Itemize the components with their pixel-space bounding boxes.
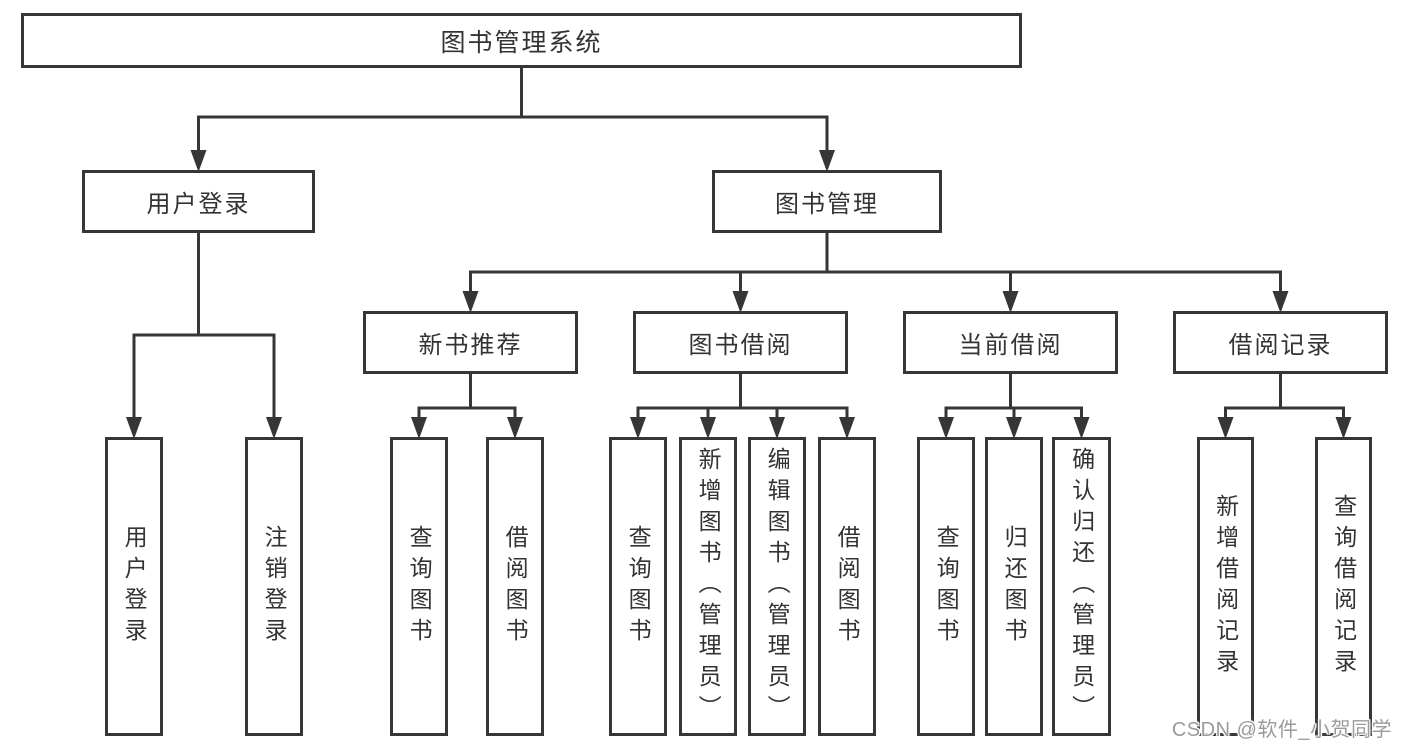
node-book-mgmt: 图书管理	[712, 170, 942, 233]
arrowhead-icon	[1335, 417, 1352, 439]
node-logout: 注销登录	[245, 437, 303, 736]
node-borrow-book-bb: 借阅图书	[818, 437, 876, 736]
node-label-user-login: 用户登录	[146, 191, 251, 218]
node-borrow-book-nb: 借阅图书	[486, 437, 544, 736]
node-label-logout: 注销登录	[261, 524, 288, 649]
node-label-login: 用户登录	[121, 524, 148, 649]
node-confirm-return-admin: 确认归还（管理员）	[1052, 437, 1111, 736]
arrowhead-icon	[769, 417, 785, 439]
arrowhead-icon	[1073, 417, 1090, 439]
node-query-book-bb: 查询图书	[609, 437, 667, 736]
node-label-query-book-cb: 查询图书	[933, 524, 960, 649]
arrowhead-icon	[700, 417, 716, 439]
arrowhead-icon	[1006, 417, 1022, 439]
node-add-book-admin: 新增图书（管理员）	[679, 437, 737, 736]
node-query-book-cb: 查询图书	[917, 437, 975, 736]
node-label-book-mgmt: 图书管理	[775, 191, 879, 218]
arrowhead-icon	[507, 417, 523, 439]
node-new-book-recommend: 新书推荐	[363, 311, 578, 374]
node-current-borrow: 当前借阅	[903, 311, 1118, 374]
arrowhead-icon	[411, 417, 427, 439]
arrowhead-icon	[1002, 291, 1019, 313]
node-login: 用户登录	[105, 437, 163, 736]
node-label-system: 图书管理系统	[440, 28, 603, 57]
node-label-query-book-nb: 查询图书	[406, 524, 433, 649]
node-label-borrow-records: 借阅记录	[1228, 332, 1333, 359]
node-label-return-book: 归还图书	[1001, 524, 1028, 649]
node-book-borrow: 图书借阅	[633, 311, 848, 374]
node-query-borrow-record: 查询借阅记录	[1315, 437, 1372, 736]
node-label-edit-book-admin: 编辑图书（管理员）	[764, 447, 791, 726]
node-label-borrow-book-nb: 借阅图书	[502, 524, 529, 649]
node-system: 图书管理系统	[21, 13, 1022, 68]
node-label-query-book-bb: 查询图书	[625, 524, 652, 649]
arrowhead-icon	[732, 291, 749, 313]
arrowhead-icon	[1272, 291, 1289, 313]
node-return-book: 归还图书	[985, 437, 1043, 736]
arrowhead-icon	[462, 291, 479, 313]
node-user-login: 用户登录	[82, 170, 315, 233]
node-label-new-book-recommend: 新书推荐	[418, 332, 523, 359]
arrowhead-icon	[126, 417, 142, 439]
node-label-confirm-return-admin: 确认归还（管理员）	[1068, 447, 1095, 726]
arrowhead-icon	[190, 150, 207, 172]
arrowhead-icon	[266, 417, 282, 439]
node-label-add-borrow-record: 新增借阅记录	[1212, 493, 1239, 680]
arrowhead-icon	[630, 417, 646, 439]
arrowhead-icon	[839, 417, 855, 439]
node-borrow-records: 借阅记录	[1173, 311, 1388, 374]
arrowhead-icon	[1217, 417, 1234, 439]
node-label-borrow-book-bb: 借阅图书	[834, 524, 861, 649]
node-query-book-nb: 查询图书	[390, 437, 448, 736]
node-add-borrow-record: 新增借阅记录	[1197, 437, 1254, 736]
node-label-book-borrow: 图书借阅	[688, 332, 793, 359]
arrowhead-icon	[819, 150, 835, 172]
node-edit-book-admin: 编辑图书（管理员）	[748, 437, 806, 736]
arrowhead-icon	[938, 417, 954, 439]
node-label-current-borrow: 当前借阅	[958, 332, 1063, 359]
node-label-query-borrow-record: 查询借阅记录	[1330, 493, 1357, 680]
node-label-add-book-admin: 新增图书（管理员）	[695, 447, 722, 726]
watermark: CSDN @软件_小贺同学	[1171, 719, 1392, 741]
